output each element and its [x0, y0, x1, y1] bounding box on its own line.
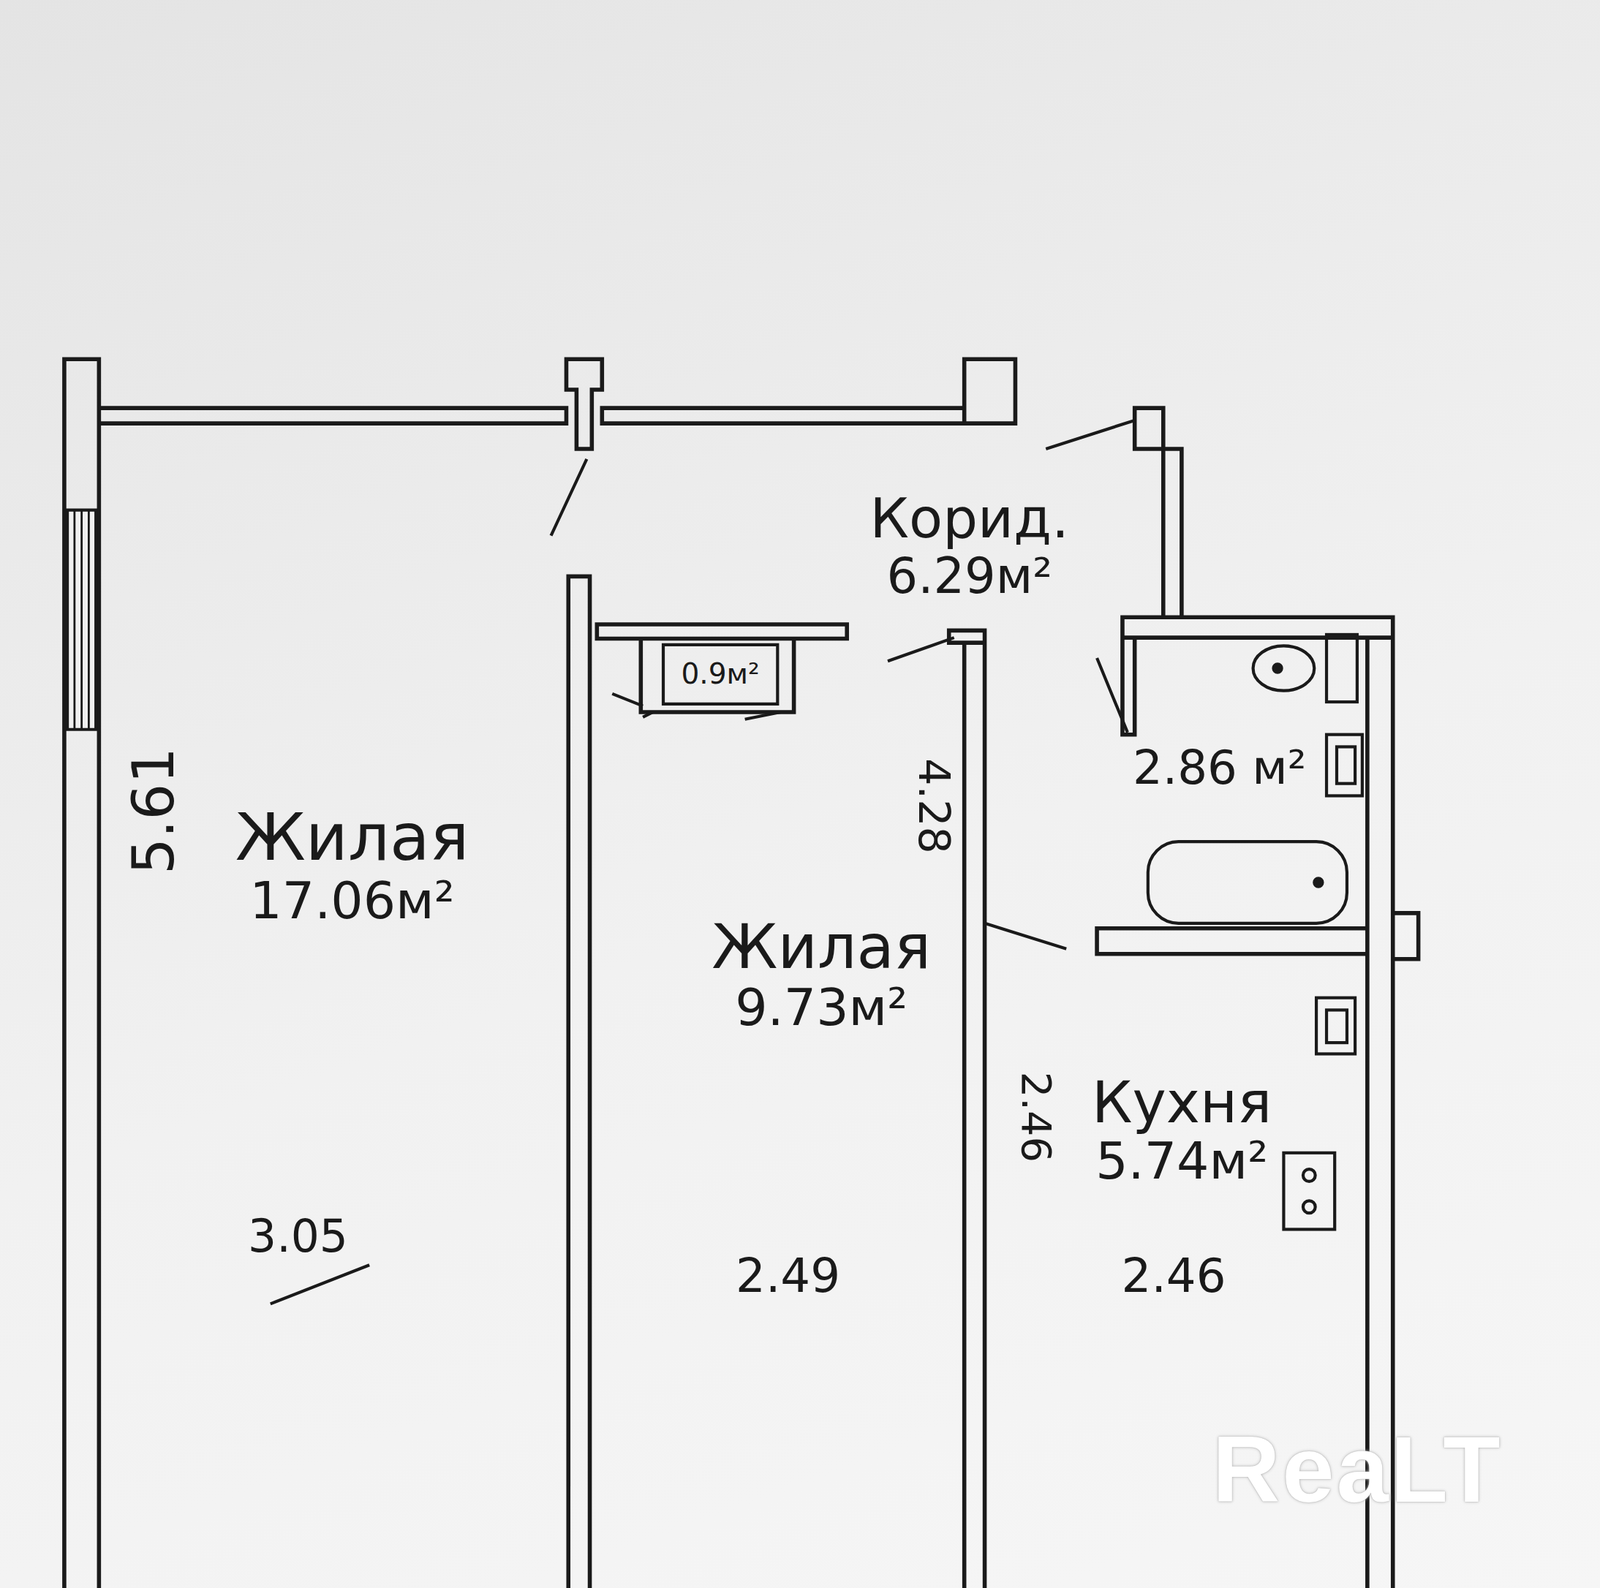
dimension: 5.61: [121, 747, 185, 875]
dimension: 2.46: [1121, 1249, 1227, 1302]
room-name: Жилая: [235, 801, 470, 874]
burner: [1303, 1200, 1316, 1214]
room-name: Кухня: [1091, 1070, 1272, 1134]
dimension: 2.49: [735, 1249, 841, 1302]
bedroom: Жилая9.73м²: [711, 912, 931, 1037]
room-area: 5.74м²: [1091, 1133, 1272, 1190]
room-area: 2.86 м²: [1132, 741, 1307, 794]
wall: [64, 359, 1419, 1588]
stove: [1283, 1153, 1335, 1230]
window: [67, 510, 1266, 1588]
room-name: Жилая: [711, 912, 931, 980]
room-area: 9.73м²: [711, 979, 931, 1037]
kitchen-sink-symbol: [1316, 998, 1356, 1055]
sink-outer: [1326, 734, 1363, 797]
bathtub-drain: [1314, 878, 1323, 887]
toilet-drain: [1273, 663, 1282, 673]
kitchen-sink-outer: [1316, 998, 1356, 1055]
room-area: 17.06м²: [235, 873, 470, 930]
kitchen: Кухня5.74м²: [1091, 1070, 1272, 1190]
dimension: 2.46: [1013, 1072, 1059, 1163]
corridor: Корид.6.29м²: [870, 488, 1070, 604]
bathtub-symbol: [1148, 841, 1347, 924]
dimension: 4.28: [909, 758, 957, 854]
room-area: 6.29м²: [870, 549, 1070, 604]
stove-symbol: [1283, 1153, 1335, 1230]
window-hatch: [74, 510, 1266, 1588]
burner: [1303, 1169, 1316, 1182]
room-area: 0.9м²: [680, 658, 760, 691]
toilet-symbol: [1253, 634, 1358, 703]
toilet-bowl: [1253, 645, 1315, 691]
bathtub: [1148, 841, 1347, 924]
sink-inner: [1336, 746, 1356, 784]
living-room: Жилая17.06м²: [235, 801, 470, 930]
dimension: 3.05: [247, 1212, 349, 1263]
closet-inner: [612, 644, 781, 720]
bathroom: 2.86 м²: [1132, 741, 1307, 794]
leader-line: [270, 1265, 370, 1304]
watermark: ReaLT: [1212, 1417, 1503, 1522]
sink-symbol: [1326, 734, 1363, 797]
closet: 0.9м²: [680, 658, 760, 691]
kitchen-sink-inner: [1326, 1009, 1347, 1043]
room-name: Корид.: [870, 488, 1070, 550]
door-swing: [551, 420, 1135, 950]
toilet-tank: [1326, 634, 1358, 703]
